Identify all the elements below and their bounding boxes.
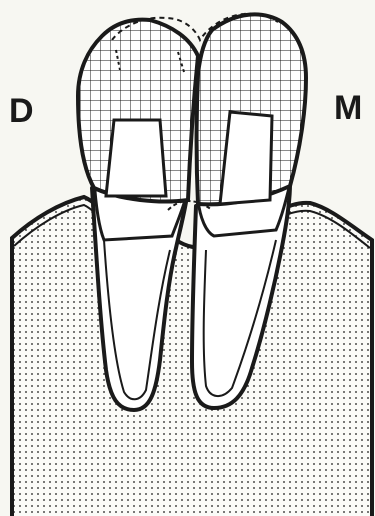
tooth-right-core <box>220 112 272 204</box>
mesial-label: M <box>334 91 362 125</box>
distal-label: D <box>9 94 34 128</box>
tooth-left-core <box>106 120 166 196</box>
